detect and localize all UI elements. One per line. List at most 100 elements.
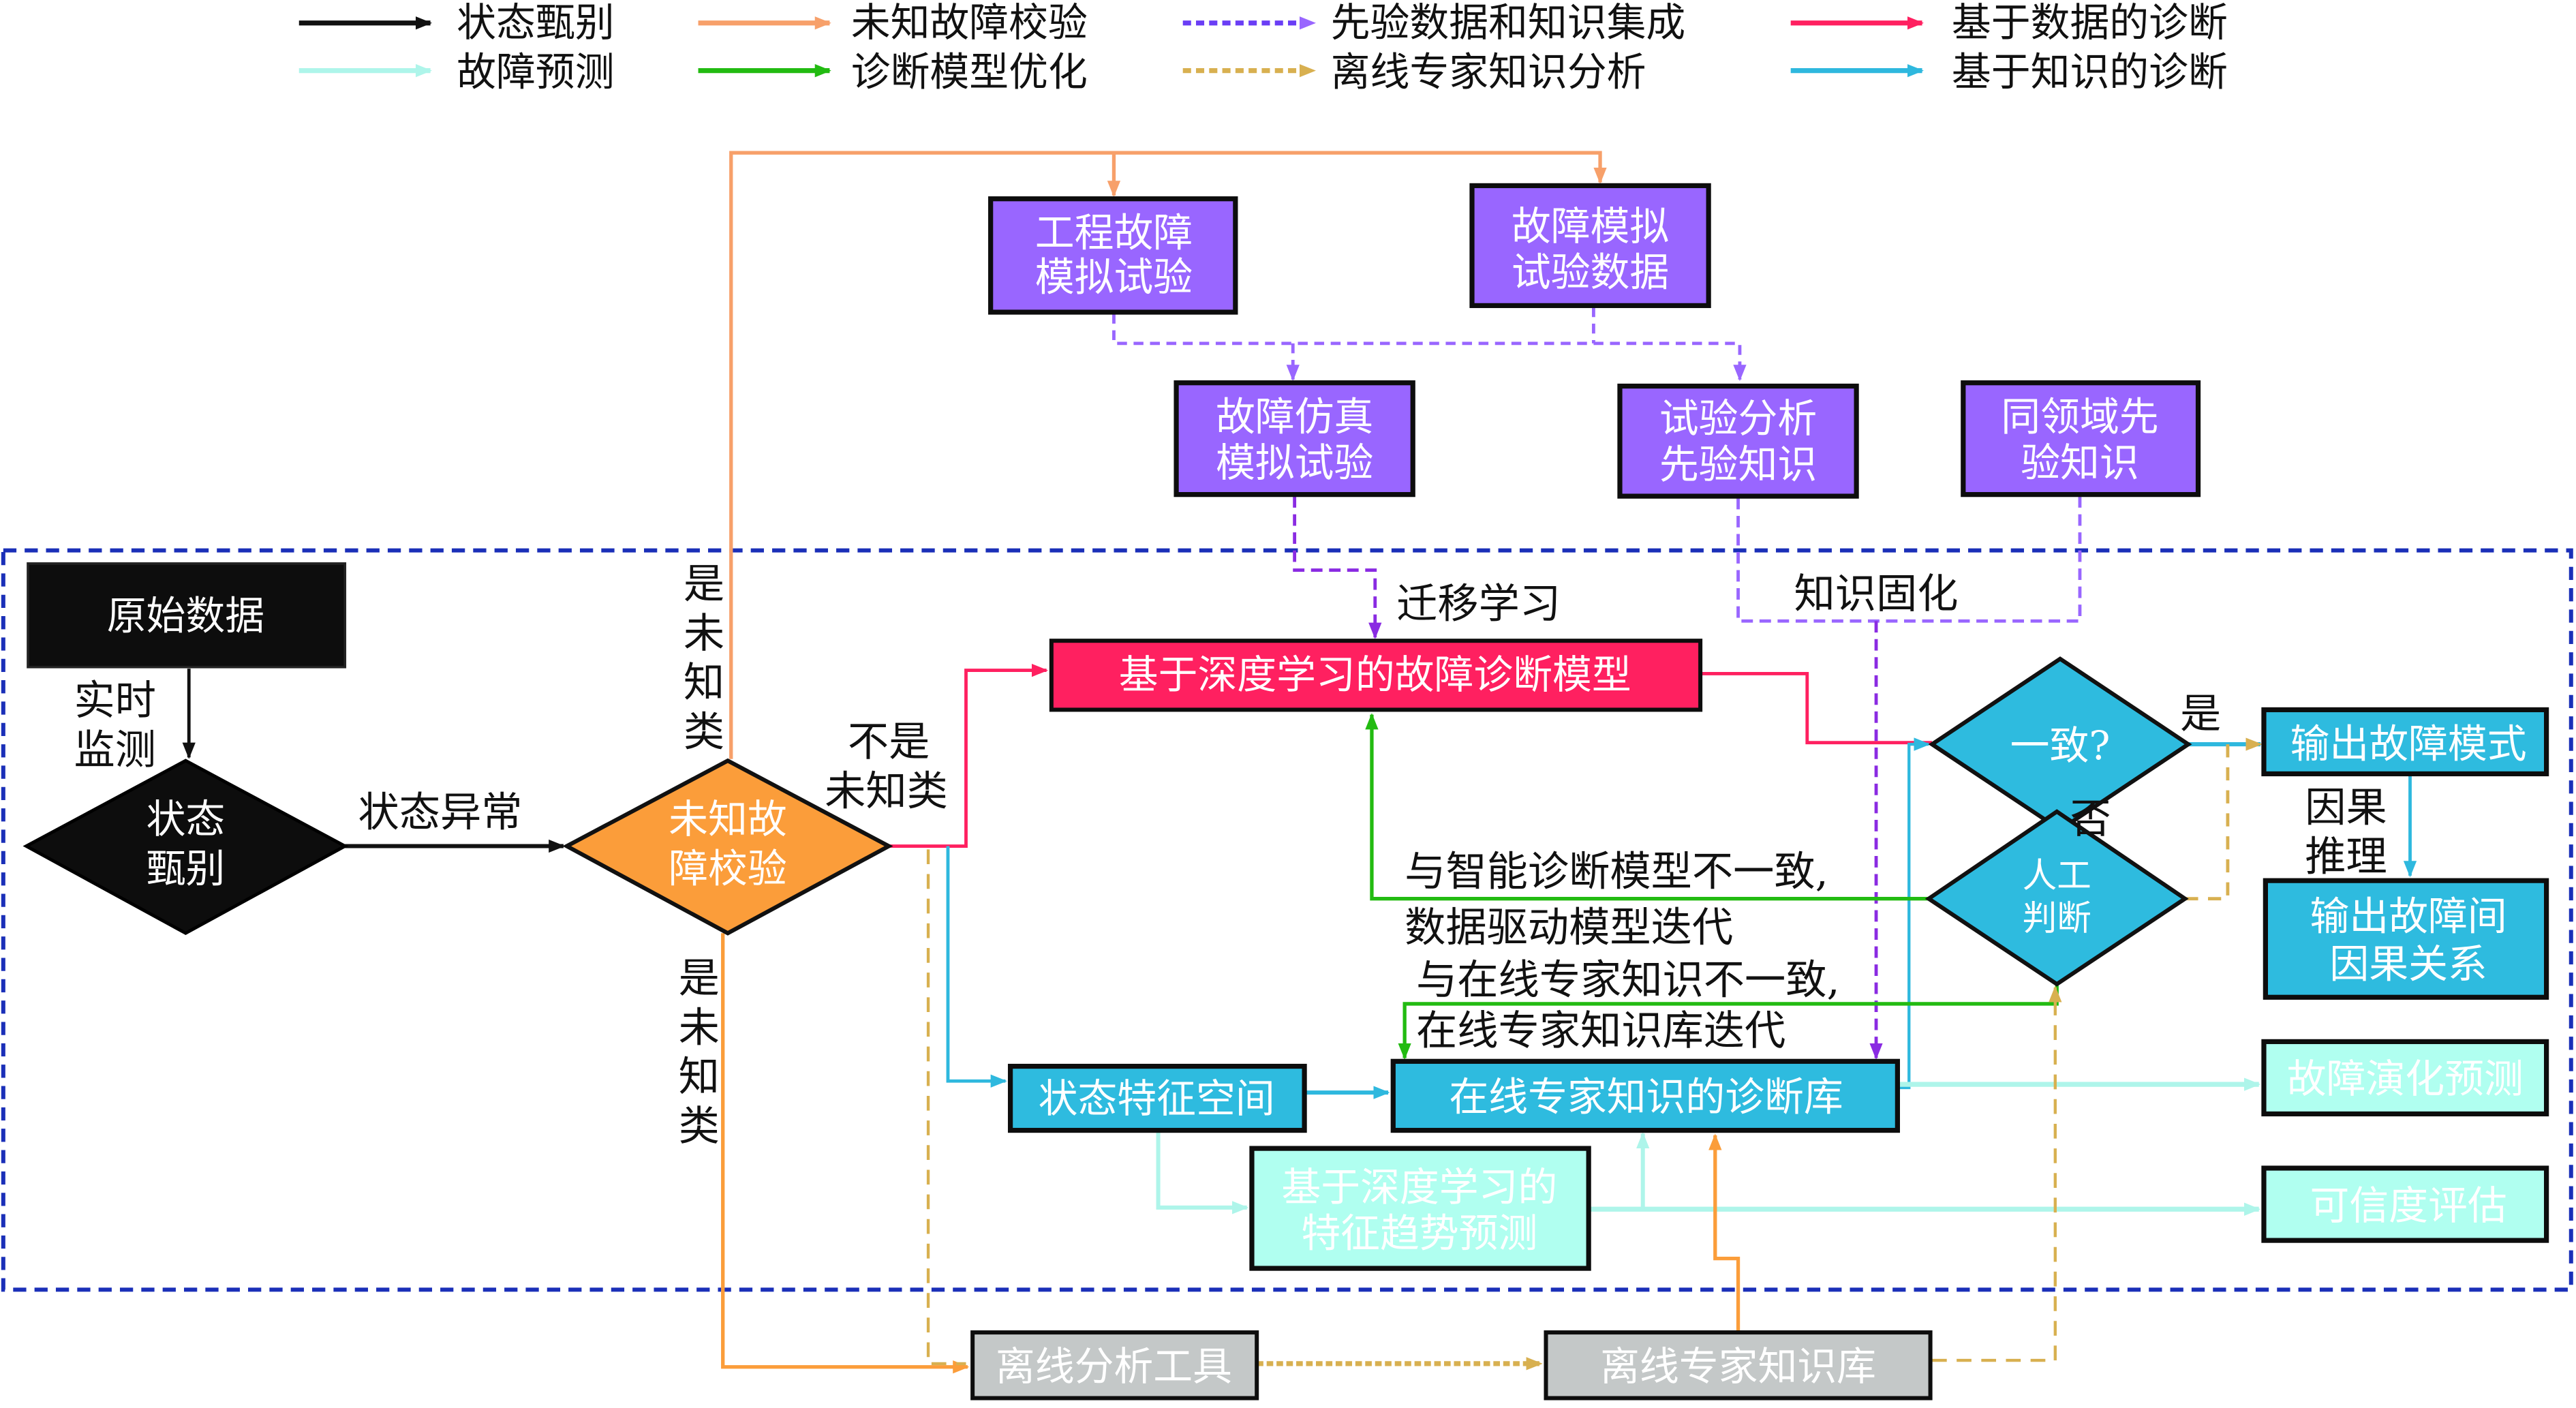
node-label: 障校验 — [669, 846, 787, 892]
label-is-unknown-bottom: 类 — [679, 1103, 720, 1150]
node-unknown-check: 未知故 障校验 — [562, 758, 893, 936]
edge-model-to-consistent — [1700, 671, 1932, 745]
label-is-unknown-top: 类 — [684, 708, 724, 756]
node-evolution-predict: 故障演化预测 — [2261, 1039, 2549, 1117]
node-label: 试验数据 — [1512, 249, 1669, 295]
node-label: 故障模拟 — [1512, 203, 1669, 249]
legend-item-offline-expert: 离线专家知识分析 — [1182, 48, 1646, 95]
edge-not-unknown — [889, 663, 1049, 848]
node-label: 故障演化预测 — [2287, 1056, 2524, 1102]
node-test-prior: 试验分析 先验知识 — [1617, 383, 1859, 499]
label-expert-inconsistent: 在线专家知识库迭代 — [1416, 1007, 1785, 1055]
edge-knowledge-solidify — [1736, 496, 2082, 623]
edge-offline-to-manual — [1932, 985, 2062, 1362]
label-not-unknown: 不是 — [848, 718, 930, 766]
node-label: 状态特征空间 — [1039, 1075, 1275, 1122]
label-is-unknown-top: 未 — [684, 610, 724, 658]
node-label: 判断 — [2023, 898, 2091, 938]
legend-label: 未知故障校验 — [851, 0, 1088, 46]
node-label: 同领域先 — [2001, 394, 2158, 440]
label-is-unknown-bottom: 是 — [679, 955, 720, 1003]
node-label: 基于深度学习的 — [1281, 1164, 1557, 1210]
node-label: 在线专家知识的诊断库 — [1449, 1074, 1843, 1120]
edge-manual-to-model — [1365, 713, 1932, 901]
edge-unknown-to-sim — [729, 151, 1607, 759]
node-fault-sim-test: 故障仿真 模拟试验 — [1174, 380, 1415, 498]
node-dl-diag-model: 基于深度学习的故障诊断模型 — [1049, 639, 1703, 712]
node-label: 输出故障模式 — [2290, 720, 2527, 767]
node-state-feature-space: 状态特征空间 — [1007, 1063, 1307, 1133]
node-output-mode: 输出故障模式 — [2261, 707, 2549, 777]
legend-item-data-diagnosis: 基于数据的诊断 — [1790, 0, 2228, 46]
node-online-expert-db: 在线专家知识的诊断库 — [1390, 1058, 1900, 1133]
node-label: 模拟试验 — [1216, 440, 1373, 486]
legend-label: 离线专家知识分析 — [1331, 48, 1646, 95]
node-label: 原始数据 — [107, 592, 264, 639]
label-transfer-learning: 迁移学习 — [1396, 580, 1561, 628]
node-label: 输出故障间 — [2310, 893, 2506, 939]
label-is-unknown-bottom: 未 — [679, 1004, 720, 1052]
node-label: 甄别 — [147, 846, 226, 892]
edge-labels: 实时 监测 状态异常 是 未 知 类 不是 未知类 是 未 知 类 迁移学习 知… — [74, 561, 2387, 1151]
label-yes: 是 — [2180, 690, 2221, 738]
legend-label: 诊断模型优化 — [851, 48, 1088, 95]
label-state-abnormal: 状态异常 — [358, 789, 523, 837]
edge-to-feature-space — [946, 846, 1007, 1088]
online-boundary — [1, 548, 2573, 1292]
legend-item-knowledge-diagnosis: 基于知识的诊断 — [1790, 48, 2228, 95]
node-manual-judge: 人工 判断 — [1925, 809, 2189, 987]
legend-label: 基于数据的诊断 — [1952, 0, 2228, 46]
node-trend-predict: 基于深度学习的 特征趋势预测 — [1249, 1146, 1591, 1271]
node-label: 因果关系 — [2329, 940, 2487, 987]
label-not-unknown: 未知类 — [825, 767, 948, 815]
node-output-causal: 输出故障间 因果关系 — [2263, 878, 2549, 1000]
legend-label: 状态甄别 — [457, 0, 614, 46]
node-domain-prior: 同领域先 验知识 — [1961, 380, 2201, 498]
edge-transfer-learning — [1293, 496, 1382, 639]
label-causal-reasoning: 推理 — [2305, 833, 2387, 881]
node-eng-fault-sim: 工程故障 模拟试验 — [988, 196, 1238, 315]
node-credibility: 可信度评估 — [2261, 1165, 2549, 1243]
legend-label: 故障预测 — [457, 48, 614, 95]
node-label: 离线分析工具 — [996, 1343, 1232, 1390]
node-raw-data: 原始数据 — [27, 562, 347, 669]
label-knowledge-solidify: 知识固化 — [1794, 570, 1959, 618]
node-label: 故障仿真 — [1216, 394, 1373, 440]
label-is-unknown-bottom: 知 — [679, 1054, 720, 1101]
node-label: 工程故障 — [1035, 210, 1193, 256]
node-label: 一致? — [2010, 722, 2111, 769]
legend-item-fault-prediction: 故障预测 — [298, 48, 615, 95]
node-fault-sim-data: 故障模拟 试验数据 — [1469, 183, 1711, 309]
edges — [182, 151, 2417, 1374]
node-label: 状态 — [147, 796, 226, 842]
edge-offline-to-db — [1708, 1133, 1741, 1333]
legend-item-model-optimization: 诊断模型优化 — [698, 48, 1088, 95]
legend-item-state-identification: 状态甄别 — [298, 0, 615, 46]
node-label: 特征趋势预测 — [1301, 1210, 1537, 1257]
node-offline-tool: 离线分析工具 — [970, 1330, 1259, 1401]
node-label: 试验分析 — [1659, 395, 1817, 442]
label-is-unknown-top: 是 — [684, 561, 724, 609]
legend: 状态甄别 未知故障校验 先验数据和知识集成 基于数据的诊断 故障预测 诊断模型优… — [298, 0, 2228, 95]
node-label: 基于深度学习的故障诊断模型 — [1119, 652, 1631, 698]
node-label: 可信度评估 — [2310, 1182, 2506, 1229]
node-consistent: 一致? — [1928, 656, 2192, 833]
label-is-unknown-top: 知 — [684, 659, 724, 707]
label-model-inconsistent: 数据驱动模型迭代 — [1405, 904, 1733, 951]
edge-db-to-consistent — [1897, 737, 1931, 1090]
node-state-identify: 状态 甄别 — [22, 759, 349, 936]
node-label: 先验知识 — [1659, 442, 1817, 488]
node-label: 验知识 — [2021, 440, 2139, 486]
label-realtime-monitor: 监测 — [74, 726, 156, 774]
legend-item-prior-integration: 先验数据和知识集成 — [1182, 0, 1686, 46]
label-causal-reasoning: 因果 — [2305, 784, 2387, 831]
edge-manual-to-output — [2185, 744, 2230, 901]
legend-label: 先验数据和知识集成 — [1331, 0, 1686, 46]
label-model-inconsistent: 与智能诊断模型不一致, — [1405, 848, 1828, 896]
node-label: 离线专家知识库 — [1600, 1343, 1876, 1390]
edge-is-unknown-to-offline — [721, 933, 970, 1374]
edge-prior-merge — [1112, 313, 1747, 382]
node-offline-db: 离线专家知识库 — [1544, 1330, 1933, 1401]
node-label: 模拟试验 — [1035, 254, 1193, 301]
legend-item-unknown-fault-check: 未知故障校验 — [698, 0, 1088, 46]
